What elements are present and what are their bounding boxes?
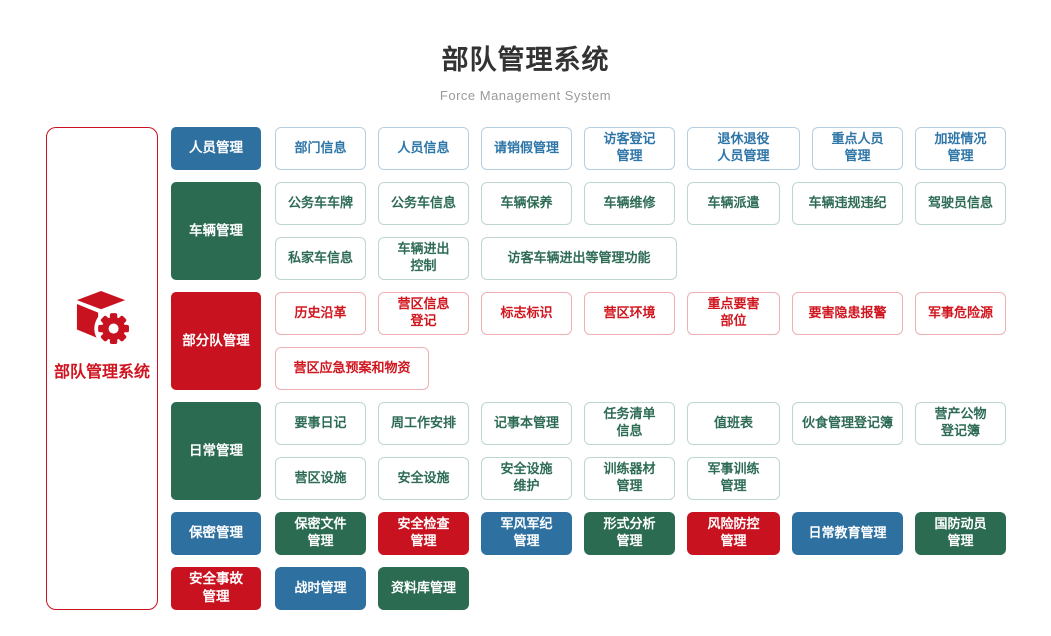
row: 公务车车牌 公务车信息 车辆保养 车辆维修 车辆派遣 车辆违规违纪 驾驶员信息 — [275, 181, 1006, 225]
module-box: 公务车车牌 — [275, 181, 366, 225]
group-vehicle-rows: 公务车车牌 公务车信息 车辆保养 车辆维修 车辆派遣 车辆违规违纪 驾驶员信息 … — [275, 181, 1006, 280]
module-box: 军事危险源 — [915, 291, 1006, 335]
module-box: 安全设施 维护 — [481, 456, 572, 500]
row: 保密文件 管理 安全检查 管理 军风军纪 管理 形式分析 管理 风险防控 管理 … — [275, 511, 1006, 555]
root-system-label: 部队管理系统 — [53, 363, 150, 381]
module-box: 车辆违规违纪 — [792, 181, 903, 225]
module-box: 车辆维修 — [584, 181, 675, 225]
module-box: 任务清单 信息 — [584, 401, 675, 445]
module-box: 重点要害 部位 — [687, 291, 780, 335]
group-safety-incident: 安全事故 管理 战时管理 资料库管理 — [171, 566, 1006, 610]
module-box: 车辆派遣 — [687, 181, 780, 225]
module-box: 军事训练 管理 — [687, 456, 780, 500]
group-secrecy-rows: 保密文件 管理 安全检查 管理 军风军纪 管理 形式分析 管理 风险防控 管理 … — [275, 511, 1006, 555]
group-daily-rows: 要事日记 周工作安排 记事本管理 任务清单 信息 值班表 伙食管理登记簿 营产公… — [275, 401, 1006, 500]
module-box: 军风军纪 管理 — [481, 511, 572, 555]
group-secrecy: 保密管理 保密文件 管理 安全检查 管理 军风军纪 管理 形式分析 管理 风险防… — [171, 511, 1006, 555]
module-box: 重点人员 管理 — [812, 126, 903, 170]
module-box: 伙食管理登记簿 — [792, 401, 903, 445]
module-box: 驾驶员信息 — [915, 181, 1006, 225]
module-box: 日常教育管理 — [792, 511, 903, 555]
page-subtitle: Force Management System — [439, 87, 612, 103]
row: 部门信息 人员信息 请销假管理 访客登记 管理 退休退役 人员管理 重点人员 管… — [275, 126, 1006, 170]
module-box: 形式分析 管理 — [584, 511, 675, 555]
row: 历史沿革 营区信息 登记 标志标识 营区环境 重点要害 部位 要害隐患报警 军事… — [275, 291, 1006, 335]
module-box: 安全检查 管理 — [378, 511, 469, 555]
module-box: 值班表 — [687, 401, 780, 445]
module-box: 资料库管理 — [378, 566, 469, 610]
module-box: 营区设施 — [275, 456, 366, 500]
module-box: 车辆进出 控制 — [378, 236, 469, 280]
page-header: 部队管理系统 Force Management System — [0, 0, 1051, 103]
group-unit-rows: 历史沿革 营区信息 登记 标志标识 营区环境 重点要害 部位 要害隐患报警 军事… — [275, 291, 1006, 390]
group-vehicle: 车辆管理 公务车车牌 公务车信息 车辆保养 车辆维修 车辆派遣 车辆违规违纪 驾… — [171, 181, 1006, 280]
page-title: 部队管理系统 — [441, 45, 610, 75]
module-box: 训练器材 管理 — [584, 456, 675, 500]
group-personnel-rows: 部门信息 人员信息 请销假管理 访客登记 管理 退休退役 人员管理 重点人员 管… — [275, 126, 1006, 170]
row: 营区设施 安全设施 安全设施 维护 训练器材 管理 军事训练 管理 — [275, 456, 1006, 500]
cube-gear-icon — [75, 289, 133, 350]
module-box: 部门信息 — [275, 126, 366, 170]
groups-column: 人员管理 部门信息 人员信息 请销假管理 访客登记 管理 退休退役 人员管理 重… — [171, 126, 1006, 610]
module-box: 周工作安排 — [378, 401, 469, 445]
module-box: 营区应急预案和物资 — [275, 346, 429, 390]
module-box: 营区信息 登记 — [378, 291, 469, 335]
module-box: 请销假管理 — [481, 126, 572, 170]
module-box: 加班情况 管理 — [915, 126, 1006, 170]
module-box: 营产公物 登记簿 — [915, 401, 1006, 445]
module-box: 标志标识 — [481, 291, 572, 335]
module-box: 私家车信息 — [275, 236, 366, 280]
module-box: 国防动员 管理 — [915, 511, 1006, 555]
module-box: 记事本管理 — [481, 401, 572, 445]
category-secrecy-mgmt: 保密管理 — [171, 511, 261, 555]
category-safety-incident-mgmt: 安全事故 管理 — [171, 566, 261, 610]
group-daily: 日常管理 要事日记 周工作安排 记事本管理 任务清单 信息 值班表 伙食管理登记… — [171, 401, 1006, 500]
row: 战时管理 资料库管理 — [275, 566, 469, 610]
module-box: 退休退役 人员管理 — [687, 126, 800, 170]
root-system-content: 部队管理系统 — [54, 289, 150, 382]
module-box: 安全设施 — [378, 456, 469, 500]
module-box: 战时管理 — [275, 566, 366, 610]
module-box: 要事日记 — [275, 401, 366, 445]
group-personnel: 人员管理 部门信息 人员信息 请销假管理 访客登记 管理 退休退役 人员管理 重… — [171, 126, 1006, 170]
row: 私家车信息 车辆进出 控制 访客车辆进出等管理功能 — [275, 236, 1006, 280]
category-vehicle-mgmt: 车辆管理 — [171, 181, 261, 280]
row: 营区应急预案和物资 — [275, 346, 1006, 390]
root-system-box: 部队管理系统 — [46, 126, 158, 610]
module-box: 访客登记 管理 — [584, 126, 675, 170]
group-unit: 部分队管理 历史沿革 营区信息 登记 标志标识 营区环境 重点要害 部位 要害隐… — [171, 291, 1006, 390]
module-box: 营区环境 — [584, 291, 675, 335]
module-box: 车辆保养 — [481, 181, 572, 225]
module-box: 保密文件 管理 — [275, 511, 366, 555]
module-box: 人员信息 — [378, 126, 469, 170]
category-daily-mgmt: 日常管理 — [171, 401, 261, 500]
module-box: 访客车辆进出等管理功能 — [481, 236, 677, 280]
category-personnel-mgmt: 人员管理 — [171, 126, 261, 170]
module-box: 公务车信息 — [378, 181, 469, 225]
row: 要事日记 周工作安排 记事本管理 任务清单 信息 值班表 伙食管理登记簿 营产公… — [275, 401, 1006, 445]
module-box: 风险防控 管理 — [687, 511, 780, 555]
group-safety-incident-rows: 战时管理 资料库管理 — [275, 566, 469, 610]
module-box: 历史沿革 — [275, 291, 366, 335]
module-box: 要害隐患报警 — [792, 291, 903, 335]
diagram: 部队管理系统 人员管理 部门信息 人员信息 请销假管理 访客登记 管理 退休退役… — [46, 126, 1051, 610]
category-unit-mgmt: 部分队管理 — [171, 291, 261, 390]
